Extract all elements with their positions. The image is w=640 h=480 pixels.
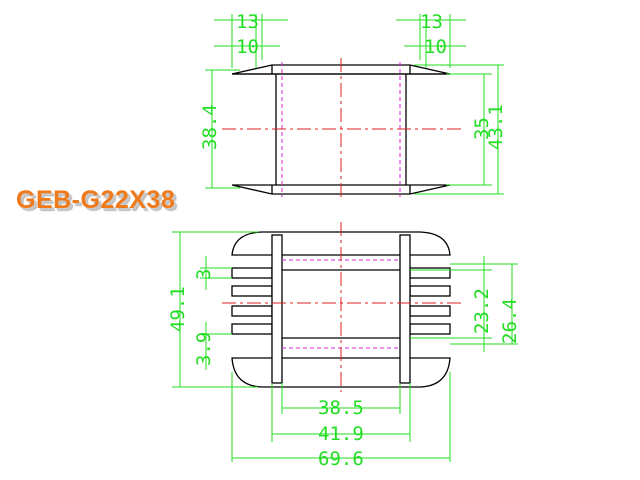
model-title: GEB-G22X38 [16, 186, 176, 214]
dim-flange-right-13: 13 [420, 11, 443, 33]
dim-slot-pitch-3-9: 3.9 [193, 332, 215, 366]
dim-window-outer-26-4: 26.4 [499, 298, 521, 344]
dim-tab-right-10: 10 [424, 36, 447, 58]
top-view-dimension-lines [205, 14, 504, 195]
top-center-lines [222, 58, 462, 200]
dim-tab-left-10: 10 [236, 36, 259, 58]
dim-inner-length-38-5: 38.5 [318, 397, 364, 419]
dim-flange-left-13: 13 [236, 11, 259, 33]
front-view [231, 231, 451, 388]
dim-front-overall-height-49-1: 49.1 [167, 286, 189, 332]
front-center-lines [222, 222, 462, 392]
front-view-dimension-lines [172, 231, 518, 462]
dim-overall-length-69-6: 69.6 [318, 448, 364, 470]
dim-core-height-35: 35 [471, 117, 493, 140]
dim-middle-length-41-9: 41.9 [318, 423, 364, 445]
dim-window-height-23-2: 23.2 [471, 288, 493, 334]
dim-overall-height-43-1: 43.1 [485, 104, 507, 150]
dim-inner-height-38-4: 38.4 [199, 104, 221, 150]
top-hidden-lines [281, 62, 401, 197]
dim-slot-width-3: 3 [193, 269, 215, 280]
